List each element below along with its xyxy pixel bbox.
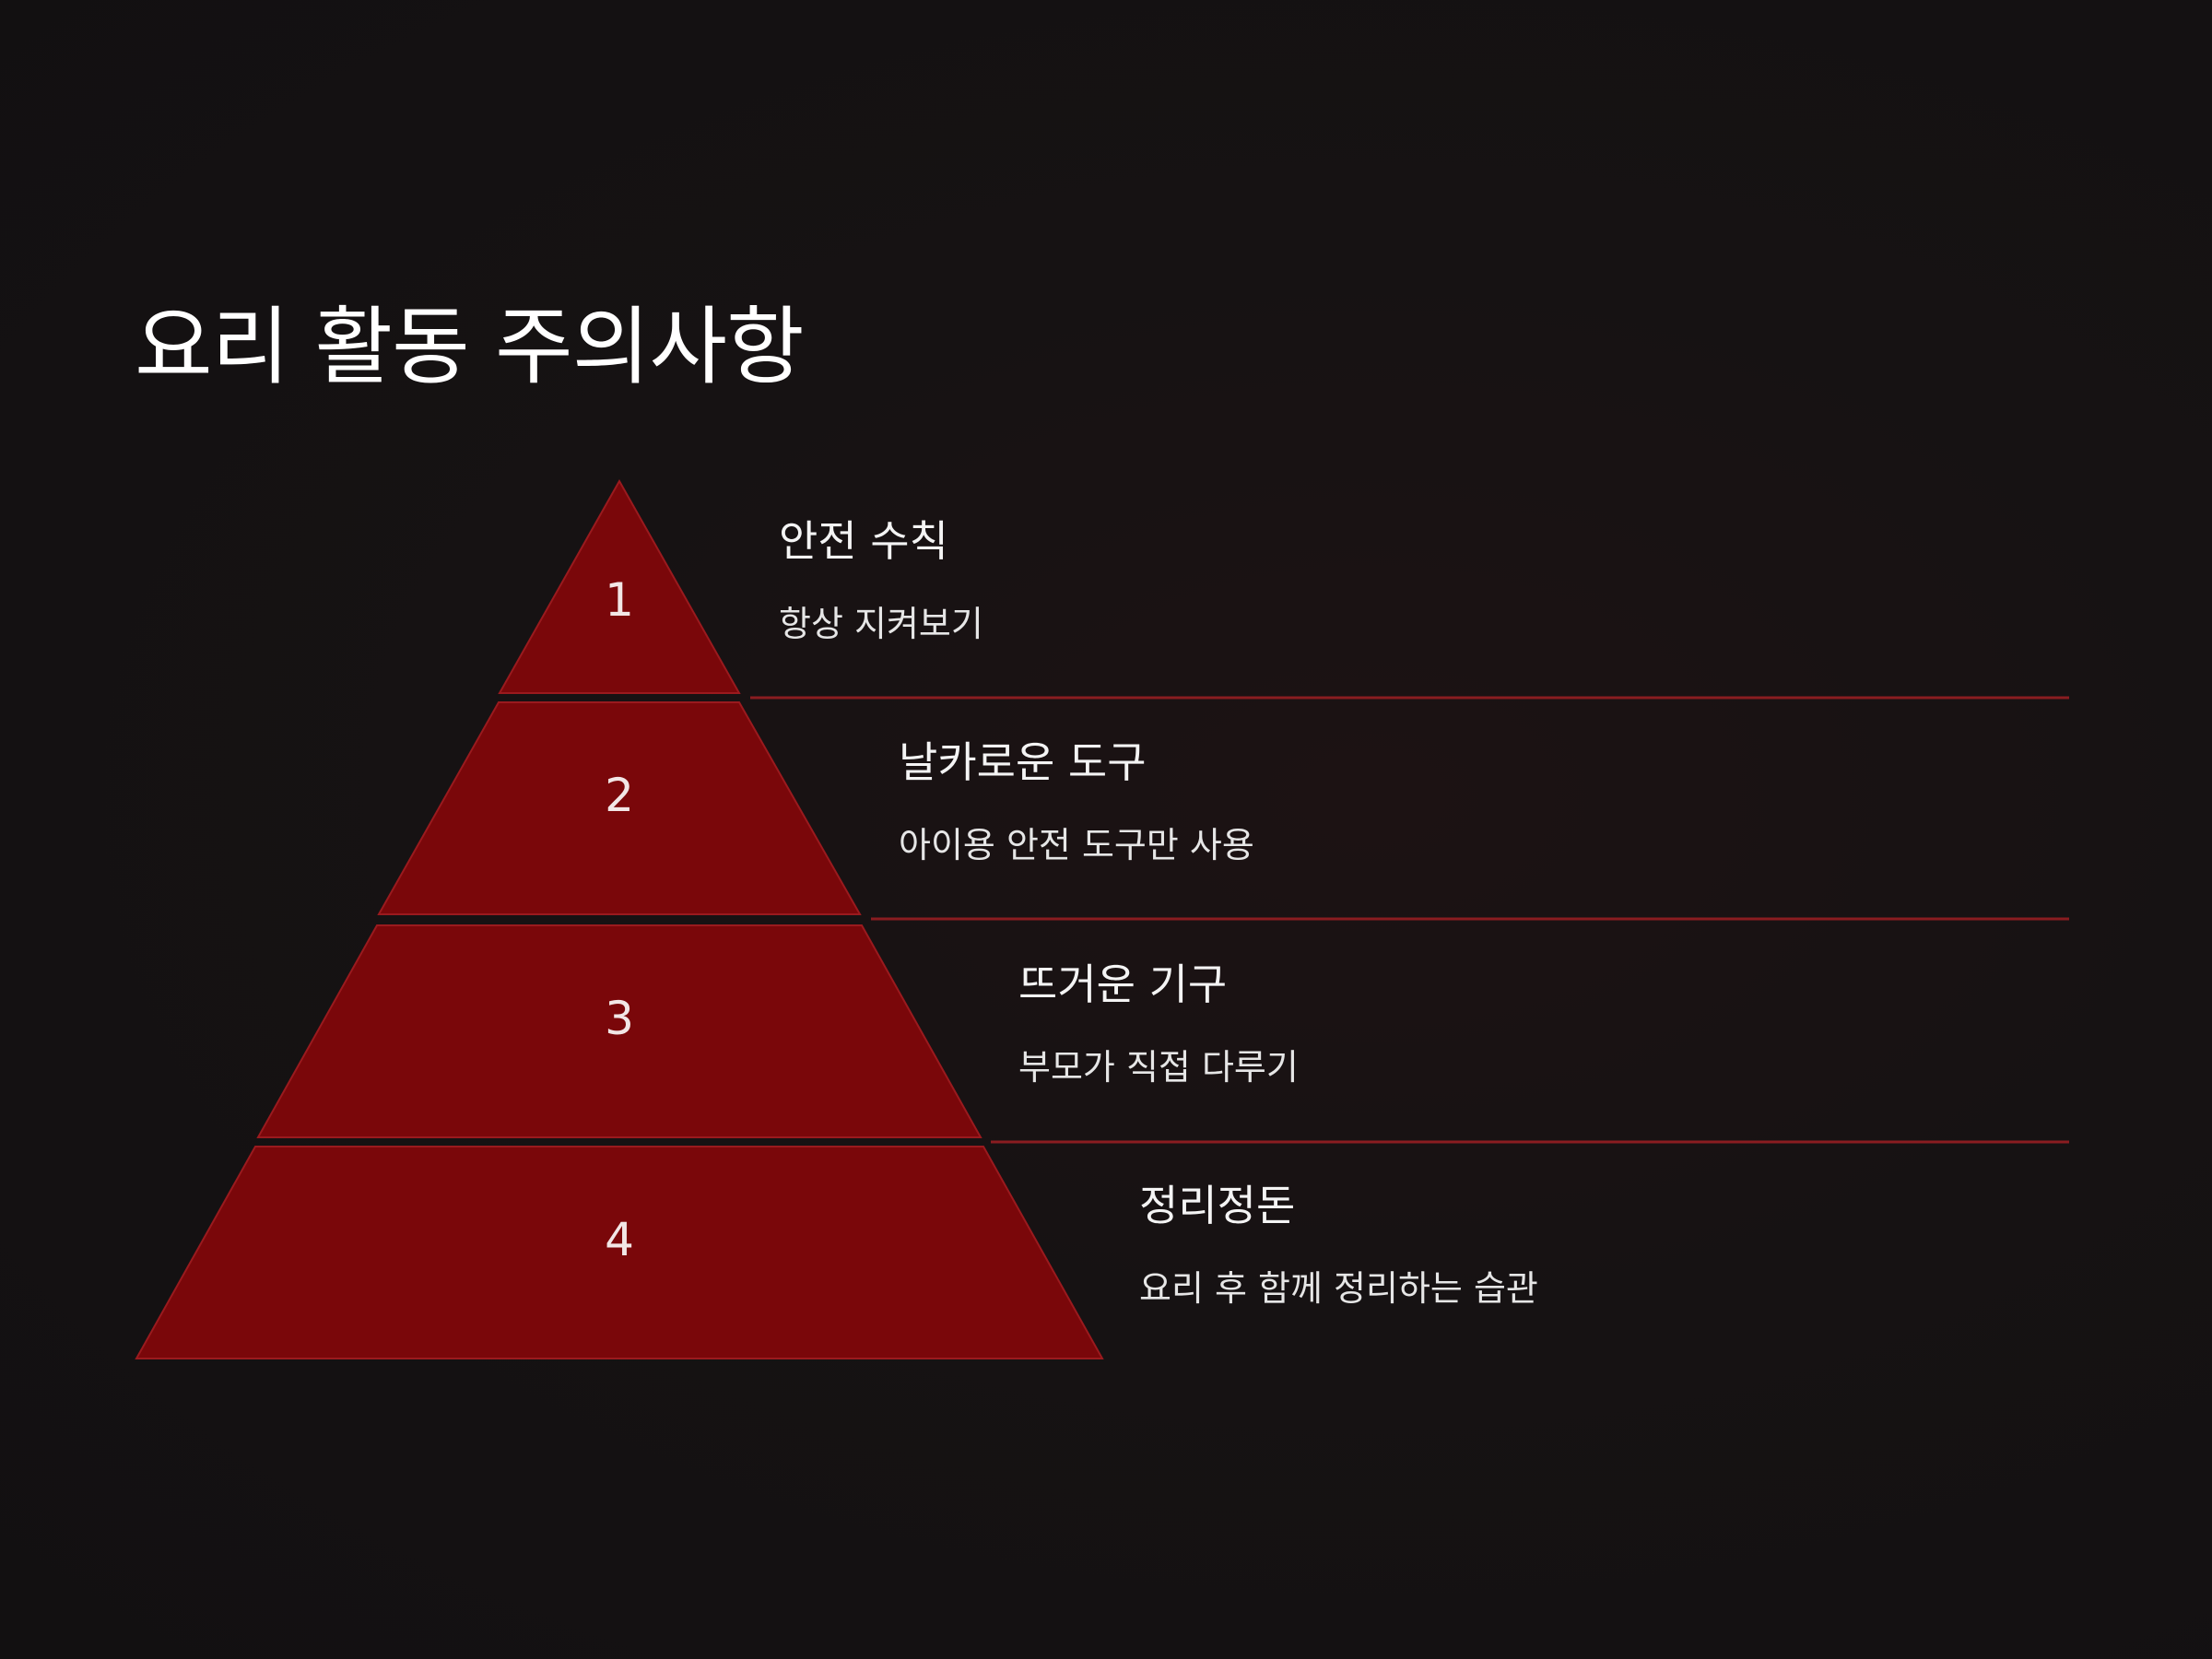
tier-2-heading: 날카로운 도구 — [899, 737, 1147, 787]
page-title: 요리 활동 주의사항 — [135, 298, 805, 396]
tier-4-shape — [135, 1146, 1104, 1359]
tier-1-text: 안전 수칙 항상 지켜보기 — [779, 516, 983, 646]
tier-3-shape — [256, 924, 982, 1138]
tier-2-description: 아이용 안전 도구만 사용 — [899, 825, 1254, 866]
tier-2-shape — [377, 701, 862, 915]
tier-3-heading: 뜨거운 기구 — [1018, 959, 1228, 1009]
tier-3-description: 부모가 직접 다루기 — [1018, 1047, 1299, 1088]
tier-4-description: 요리 후 함께 정리하는 습관 — [1139, 1268, 1538, 1310]
tier-4-heading: 정리정돈 — [1139, 1181, 1296, 1230]
tier-2-number: 2 — [605, 769, 634, 822]
tier-4-number: 4 — [605, 1213, 634, 1266]
tier-1-description: 항상 지켜보기 — [779, 604, 983, 645]
tier-3-number: 3 — [605, 992, 634, 1045]
tier-1-heading: 안전 수칙 — [779, 516, 948, 566]
tier-2-text: 날카로운 도구 아이용 안전 도구만 사용 — [899, 737, 1254, 867]
tier-4-text: 정리정돈 요리 후 함께 정리하는 습관 — [1139, 1181, 1538, 1311]
tier-1-shape — [498, 478, 741, 694]
tier-3-text: 뜨거운 기구 부모가 직접 다루기 — [1018, 959, 1299, 1089]
tier-1-number: 1 — [605, 573, 634, 627]
